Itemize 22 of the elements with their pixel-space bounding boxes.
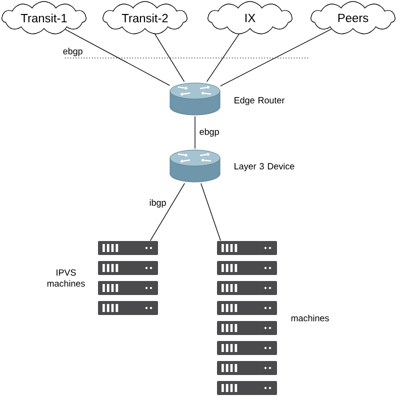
device-label: machines	[291, 314, 329, 322]
device-label: Layer 3 Device	[234, 162, 294, 172]
cloud: Transit-2	[102, 1, 188, 34]
connector-line	[200, 183, 221, 241]
connector-line	[206, 34, 240, 82]
router-icon	[170, 150, 220, 182]
boundary-label: ebgp	[63, 48, 82, 56]
connector-line	[220, 28, 332, 86]
device-label: Edge Router	[234, 96, 285, 106]
edge-label: ebgp	[198, 127, 220, 138]
router-icon	[170, 82, 220, 116]
connector-line	[150, 183, 185, 241]
connector-line	[194, 116, 196, 149]
server-stack	[217, 241, 277, 395]
connector-line	[64, 29, 170, 86]
cloud: Peers	[310, 1, 396, 34]
cloud: Transit-1	[2, 1, 86, 34]
device-label: IPVS machines	[47, 269, 85, 287]
connector-line	[154, 34, 185, 82]
server-stack	[98, 241, 158, 315]
edge-label: ibgp	[148, 198, 168, 209]
cloud: IX	[208, 1, 292, 34]
